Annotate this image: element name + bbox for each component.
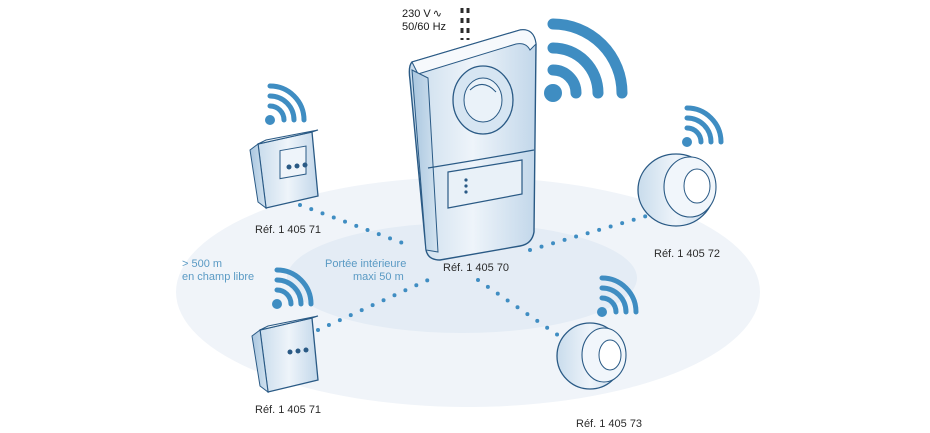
indoor-range-line2: maxi 50 m <box>353 271 404 283</box>
wireless-sounder-bottom <box>556 322 627 390</box>
link-call-point-top <box>298 203 410 247</box>
power-voltage-label: 230 V∿ <box>402 8 442 21</box>
power-frequency-label: 50/60 Hz <box>402 21 447 33</box>
ref-sounder-bottom: Réf. 1 405 73 <box>576 418 643 430</box>
wifi-icon-sounder-right <box>682 105 724 147</box>
open-field-range-line2: en champ libre <box>182 271 255 283</box>
voltage-text: 230 V <box>402 8 431 20</box>
radio-links <box>298 203 652 342</box>
link-call-point-bottom <box>316 278 430 332</box>
ref-call-point-top: Réf. 1 405 71 <box>255 224 322 236</box>
wifi-icon-sounder-bottom <box>597 275 639 317</box>
manual-call-point-top <box>249 129 319 210</box>
wifi-icon-call-point-bottom <box>272 267 314 309</box>
ref-sounder-right: Réf. 1 405 72 <box>654 248 721 260</box>
large-wifi-icon <box>544 18 628 102</box>
ref-central-unit: Réf. 1 405 70 <box>443 262 510 274</box>
wifi-icon-call-point-top <box>265 83 307 125</box>
ref-call-point-bottom: Réf. 1 405 71 <box>255 404 322 416</box>
open-field-range-line1: > 500 m <box>182 258 223 270</box>
indoor-range-line1: Portée intérieure <box>325 258 407 270</box>
central-siren-unit <box>408 8 537 261</box>
manual-call-point-bottom <box>251 315 319 394</box>
wireless-sounder-right <box>637 153 717 227</box>
ac-symbol-icon: ∿ <box>432 8 442 20</box>
